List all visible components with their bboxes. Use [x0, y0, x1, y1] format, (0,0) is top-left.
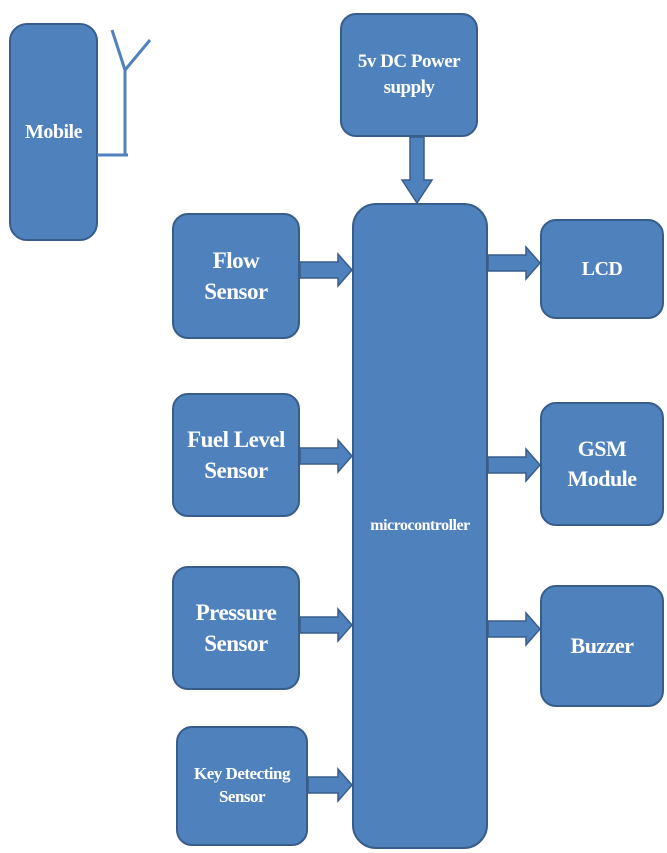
- fuel-level-sensor-label-line1: Fuel Level: [187, 426, 285, 452]
- microcontroller-block: microcontroller: [352, 203, 488, 849]
- buzzer-block: Buzzer: [540, 585, 664, 707]
- lcd-label: LCD: [581, 257, 623, 280]
- key-detecting-sensor-label-line2: Sensor: [218, 787, 266, 806]
- buzzer-arrow: [487, 611, 541, 647]
- power-supply-label-line2: supply: [383, 77, 435, 98]
- key-detecting-sensor-block: Key Detecting Sensor: [176, 726, 308, 846]
- fuel-level-sensor-label-line2: Sensor: [204, 458, 268, 483]
- antenna-icon: [97, 29, 152, 157]
- pressure-sensor-block: Pressure Sensor: [172, 566, 300, 690]
- gsm-module-block: GSM Module: [540, 402, 664, 526]
- gsm-module-label-line1: GSM: [577, 436, 627, 462]
- power-supply-label-line1: 5v DC Power: [357, 51, 461, 73]
- key-detecting-sensor-label-line1: Key Detecting: [194, 764, 290, 784]
- fuel-level-sensor-arrow: [299, 438, 353, 474]
- microcontroller-label: microcontroller: [370, 517, 470, 535]
- gsm-module-label-line2: Module: [567, 466, 637, 491]
- flow-sensor-label-line1: Flow: [212, 247, 260, 273]
- flow-sensor-arrow: [299, 252, 353, 288]
- pressure-sensor-label-line2: Sensor: [204, 631, 268, 656]
- lcd-block: LCD: [540, 219, 664, 319]
- flow-sensor-block: Flow Sensor: [172, 213, 300, 339]
- pressure-sensor-label-line1: Pressure: [195, 599, 277, 625]
- fuel-level-sensor-block: Fuel Level Sensor: [172, 393, 300, 517]
- power-arrow: [400, 136, 434, 205]
- pressure-sensor-arrow: [299, 607, 353, 643]
- flow-sensor-label-line2: Sensor: [204, 279, 268, 304]
- buzzer-label: Buzzer: [570, 633, 634, 659]
- key-detecting-sensor-arrow: [307, 767, 353, 803]
- power-supply-block: 5v DC Power supply: [340, 13, 478, 137]
- lcd-arrow: [487, 245, 541, 281]
- gsm-module-arrow: [487, 447, 541, 483]
- mobile-label: Mobile: [25, 120, 83, 143]
- mobile-block: Mobile: [9, 23, 98, 241]
